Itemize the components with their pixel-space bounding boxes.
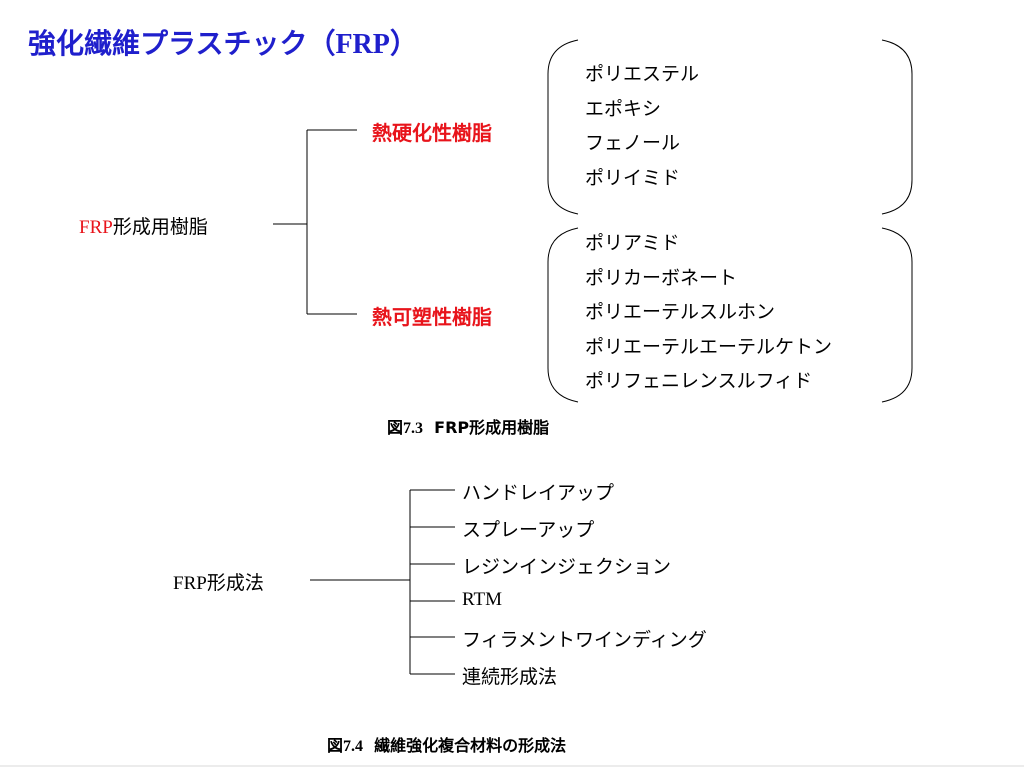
thermoset-right-bracket — [881, 39, 913, 215]
list-item: ポリイミド — [585, 166, 681, 189]
method-item-5: フィラメントワインディング — [462, 629, 707, 651]
list-item: ポリエーテルスルホン — [585, 301, 776, 323]
caption-number: 図7.4 — [327, 738, 364, 755]
list-item: ポリフェニレンスルフィド — [585, 370, 813, 392]
resin-root-label: FRP形成用樹脂 — [79, 212, 208, 239]
title-text: 強化繊維プラスチック（ — [28, 27, 336, 60]
title-close: ） — [389, 27, 418, 60]
thermoplastic-right-bracket — [881, 227, 913, 403]
method-root-suffix: 形成法 — [206, 572, 264, 594]
bottom-divider — [0, 765, 1024, 767]
list-item: ポリカーボネート — [585, 266, 738, 289]
caption-number: 図7.3 — [387, 420, 424, 437]
thermoplastic-left-bracket — [547, 227, 579, 403]
method-item-1: ハンドレイアップ — [462, 482, 615, 504]
thermoplastic-list: ポリアミド ポリカーボネート ポリエーテルスルホン ポリエーテルエーテルケトン … — [585, 226, 832, 399]
thermoset-left-bracket — [547, 39, 579, 215]
thermoset-list: ポリエステル エポキシ フェノール ポリイミド — [585, 57, 699, 195]
thermoplastic-label: 熱可塑性樹脂 — [372, 305, 492, 329]
caption-text: FRP形成用樹脂 — [434, 418, 550, 437]
resin-root-suffix: 形成用樹脂 — [112, 216, 208, 238]
method-item-4: RTM — [462, 589, 503, 610]
list-item: フェノール — [585, 132, 681, 154]
method-root-label: FRP形成法 — [173, 568, 264, 595]
page-title: 強化繊維プラスチック（FRP） — [28, 22, 418, 62]
method-root-prefix: FRP — [173, 573, 207, 594]
list-item: エポキシ — [585, 97, 662, 120]
figure-7-4-caption: 図7.4 繊維強化複合材料の形成法 — [327, 732, 566, 756]
list-item: ポリエーテルエーテルケトン — [585, 335, 833, 358]
figure-7-3-caption: 図7.3 FRP形成用樹脂 — [387, 414, 549, 438]
method-item-2: スプレーアップ — [462, 519, 595, 541]
title-latin: FRP — [335, 29, 390, 60]
list-item: ポリエステル — [585, 63, 700, 85]
method-item-6: 連続形成法 — [462, 666, 558, 688]
caption-text: 繊維強化複合材料の形成法 — [374, 736, 567, 755]
thermoset-label: 熱硬化性樹脂 — [372, 121, 492, 145]
method-item-3: レジンインジェクション — [462, 556, 672, 578]
list-item: ポリアミド — [585, 232, 680, 254]
resin-root-prefix: FRP — [79, 217, 113, 238]
